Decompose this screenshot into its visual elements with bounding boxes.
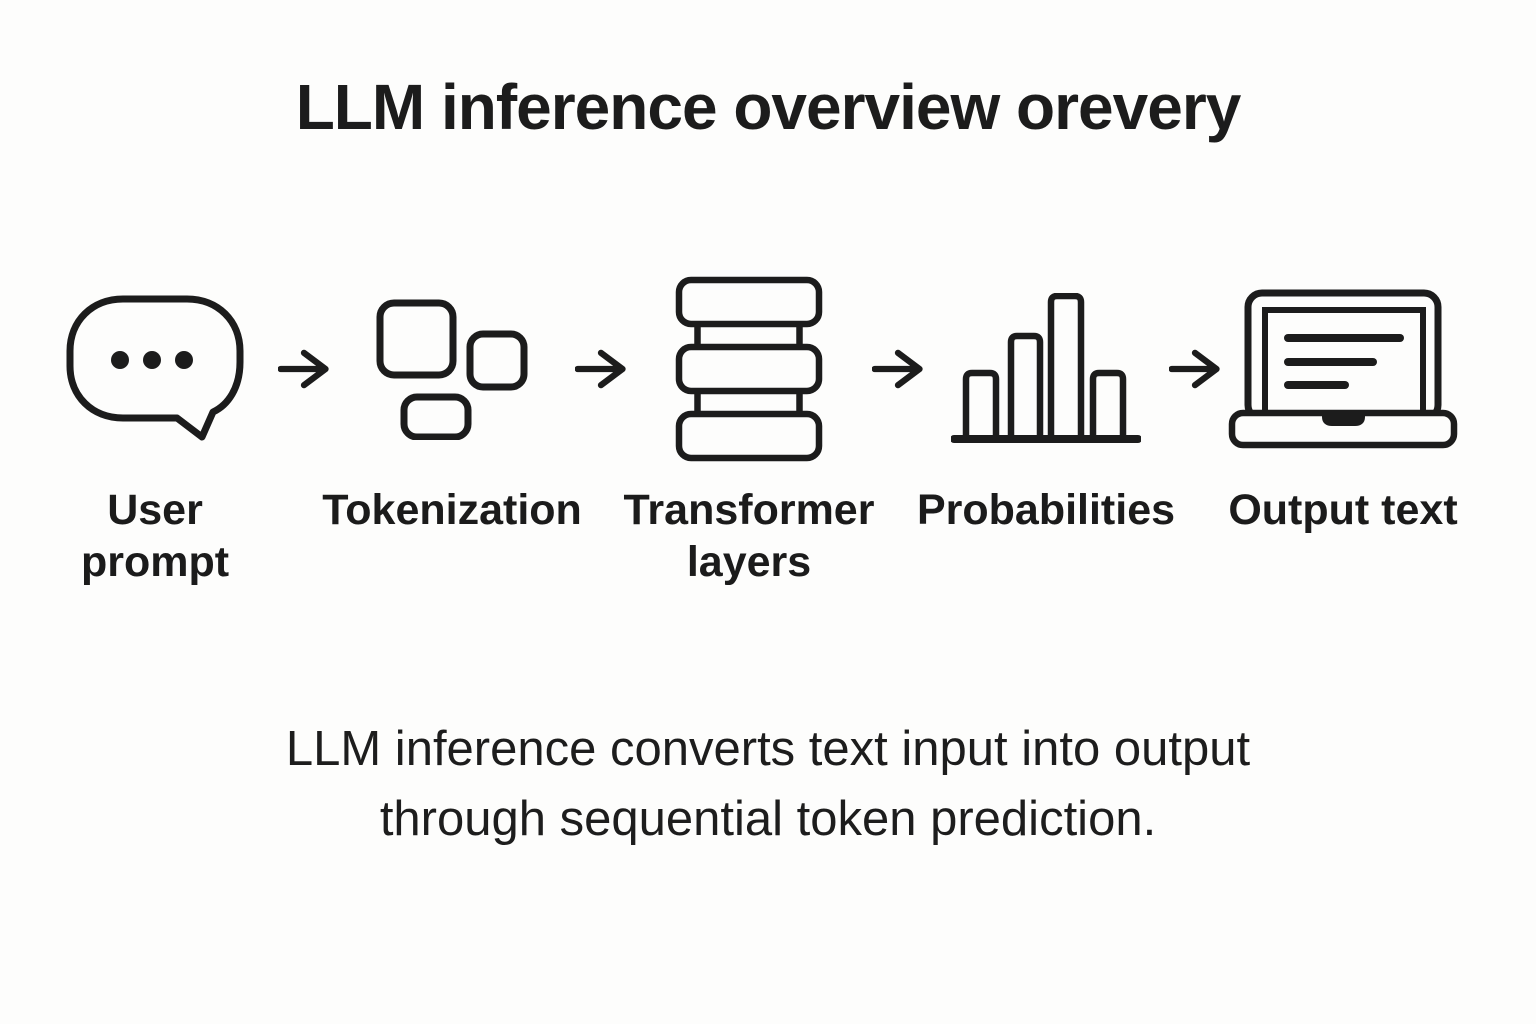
arrow-right-icon	[871, 274, 924, 464]
stage-label-line: layers	[686, 538, 812, 587]
stage-label-line: Probabilities	[916, 486, 1176, 535]
page-title: LLM inference overview orevery	[295, 71, 1242, 143]
stacked-layers-icon	[675, 274, 823, 464]
stage-label: Tokenization	[322, 484, 582, 536]
stage-probabilities: Probabilities	[917, 274, 1175, 536]
stage-label-line: Tokenization	[322, 486, 582, 535]
bar-chart-icon	[951, 274, 1141, 464]
caption: LLM inference converts text input into o…	[0, 714, 1536, 854]
stage-label-line: Output text	[1228, 486, 1458, 535]
laptop-icon	[1228, 274, 1458, 464]
stage-label-line: Transformer	[623, 486, 875, 535]
stage-tokenization: Tokenization	[322, 274, 582, 536]
speech-bubble-icon	[65, 274, 245, 464]
caption-line: LLM inference converts text input into o…	[285, 722, 1251, 777]
stage-label: Transformer layers	[624, 484, 875, 588]
stage-user-prompt: User prompt	[33, 274, 278, 588]
stage-label-line: User	[107, 486, 203, 535]
stage-label-line: prompt	[80, 538, 230, 587]
arrow-right-icon	[1168, 274, 1221, 464]
stage-transformer-layers: Transformer layers	[624, 274, 875, 588]
stage-label: User prompt	[81, 484, 229, 588]
caption-line: through sequential token prediction.	[379, 792, 1157, 847]
pipeline-row: User prompt Tokenization	[0, 274, 1517, 588]
stage-label: Probabilities	[917, 484, 1175, 536]
stage-label: Output text	[1228, 484, 1457, 536]
token-squares-icon	[376, 274, 528, 464]
arrow-right-icon	[574, 274, 627, 464]
stage-output-text: Output text	[1221, 274, 1466, 536]
arrow-right-icon	[277, 274, 330, 464]
